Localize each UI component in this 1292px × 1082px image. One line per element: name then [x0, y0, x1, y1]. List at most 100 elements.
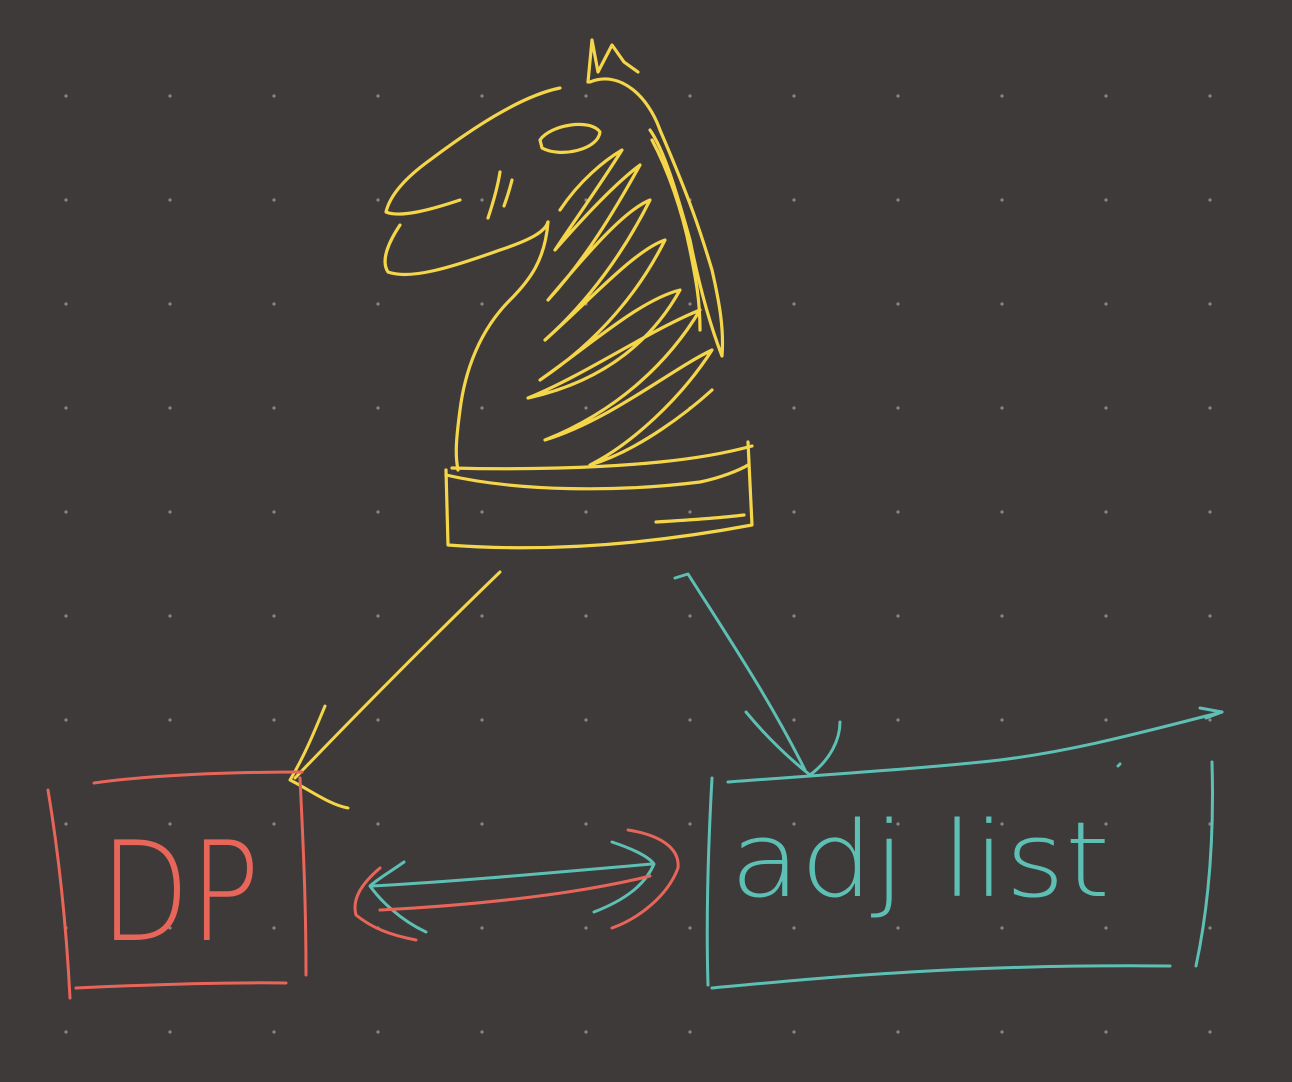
dp-box-outline [46, 770, 308, 1000]
grid-dot [272, 1030, 276, 1034]
grid-dot [584, 718, 588, 722]
grid-dot [1104, 822, 1108, 826]
grid-dot [168, 1030, 172, 1034]
grid-dot [688, 614, 692, 618]
edge-dp-to-adj-list-teal [368, 840, 656, 934]
grid-dot [584, 614, 588, 618]
dot-grid [64, 94, 1212, 1034]
grid-dot [1208, 926, 1212, 930]
adj-list-node[interactable]: adj list [705, 706, 1224, 990]
grid-dot [64, 406, 68, 410]
grid-dot [376, 406, 380, 410]
grid-dot [688, 718, 692, 722]
grid-dot [792, 510, 796, 514]
grid-dot [896, 406, 900, 410]
grid-dot [1000, 198, 1004, 202]
grid-dot [1104, 198, 1108, 202]
edge-dp-adj-list-bidirectional [353, 828, 680, 942]
grid-dot [792, 406, 796, 410]
grid-dot [272, 302, 276, 306]
grid-dot [480, 510, 484, 514]
grid-dot [688, 94, 692, 98]
grid-dot [1000, 926, 1004, 930]
grid-dot [376, 302, 380, 306]
grid-dot [1208, 510, 1212, 514]
grid-dot [376, 1030, 380, 1034]
grid-dot [1104, 94, 1108, 98]
grid-dot [168, 94, 172, 98]
grid-dot [1104, 510, 1108, 514]
grid-dot [480, 198, 484, 202]
grid-dot [896, 822, 900, 826]
grid-dot [584, 94, 588, 98]
grid-dot [168, 302, 172, 306]
grid-dot [688, 510, 692, 514]
chess-knight-icon [383, 38, 754, 550]
grid-dot [168, 510, 172, 514]
grid-dot [480, 822, 484, 826]
grid-dot [688, 1030, 692, 1034]
grid-dot [584, 822, 588, 826]
grid-dot [688, 302, 692, 306]
grid-dot [1000, 406, 1004, 410]
grid-dot [584, 406, 588, 410]
grid-dot [480, 926, 484, 930]
grid-dot [376, 510, 380, 514]
grid-dot [584, 926, 588, 930]
grid-dot [1000, 1030, 1004, 1034]
grid-dot [792, 302, 796, 306]
grid-dot [480, 406, 484, 410]
grid-dot [896, 302, 900, 306]
grid-dot [1208, 1030, 1212, 1034]
grid-dot [168, 198, 172, 202]
grid-dot [64, 822, 68, 826]
grid-dot [1104, 614, 1108, 618]
grid-dot [64, 198, 68, 202]
grid-dot [376, 198, 380, 202]
grid-dot [168, 406, 172, 410]
grid-dot [64, 94, 68, 98]
dp-label: DP [100, 812, 260, 973]
grid-dot [480, 1030, 484, 1034]
grid-dot [480, 94, 484, 98]
grid-dot [272, 926, 276, 930]
grid-dot [376, 718, 380, 722]
grid-dot [272, 198, 276, 202]
grid-dot [792, 926, 796, 930]
grid-dot [272, 822, 276, 826]
edge-knight-to-dp [288, 570, 502, 810]
grid-dot [64, 1030, 68, 1034]
grid-dot [1104, 1030, 1108, 1034]
grid-dot [1000, 614, 1004, 618]
grid-dot [168, 926, 172, 930]
grid-dot [1208, 614, 1212, 618]
grid-dot [792, 822, 796, 826]
grid-dot [896, 94, 900, 98]
grid-dot [896, 1030, 900, 1034]
grid-dot [688, 822, 692, 826]
grid-dot [1000, 718, 1004, 722]
grid-dot [1208, 94, 1212, 98]
grid-dot [1208, 198, 1212, 202]
grid-dot [64, 510, 68, 514]
grid-dot [64, 302, 68, 306]
grid-dot [480, 302, 484, 306]
grid-dot [792, 1030, 796, 1034]
grid-dot [584, 510, 588, 514]
grid-dot [792, 718, 796, 722]
grid-dot [1000, 302, 1004, 306]
grid-dot [1000, 94, 1004, 98]
grid-dot [896, 718, 900, 722]
grid-dot [168, 822, 172, 826]
grid-dot [896, 510, 900, 514]
adj-list-label: adj list [730, 799, 1110, 921]
grid-dot [64, 614, 68, 618]
grid-dot [480, 718, 484, 722]
grid-dot [688, 926, 692, 930]
grid-dot [168, 718, 172, 722]
grid-dot [792, 198, 796, 202]
grid-dot [1104, 302, 1108, 306]
grid-dot [376, 822, 380, 826]
dp-node[interactable]: DP [46, 770, 308, 1000]
